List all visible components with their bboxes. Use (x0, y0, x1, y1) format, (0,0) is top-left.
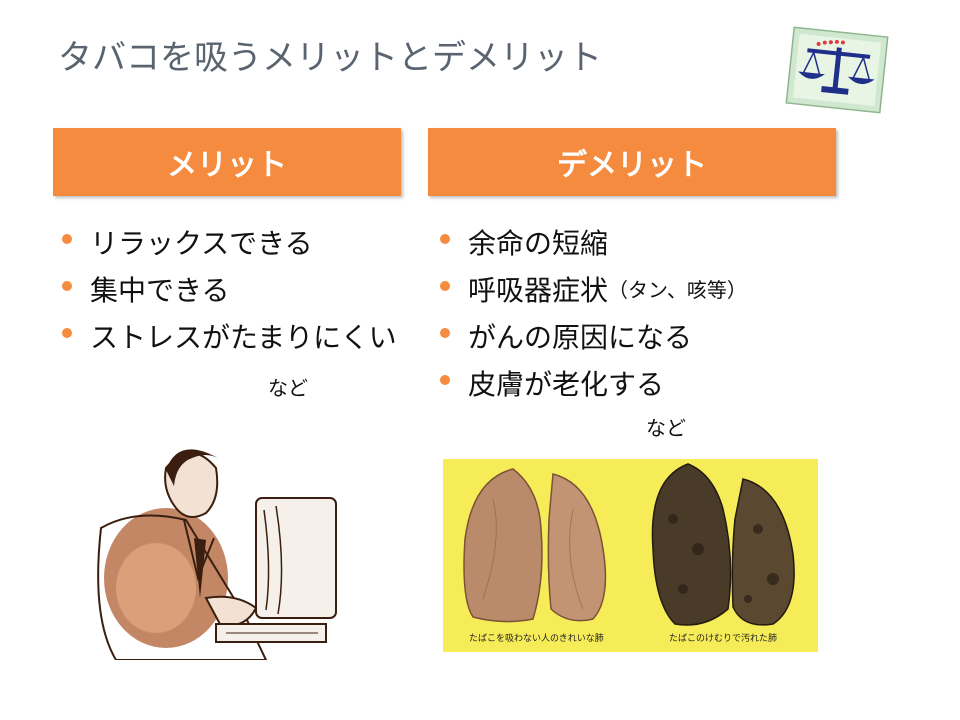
demerit-list: 余命の短縮 呼吸器症状（タン、咳等） がんの原因になる 皮膚が老化する (440, 218, 747, 406)
merit-header: メリット (53, 128, 401, 196)
list-item: リラックスできる (62, 218, 397, 265)
list-item: 余命の短縮 (440, 218, 747, 265)
bullet-icon (62, 280, 72, 291)
merit-list: リラックスできる 集中できる ストレスがたまりにくい (62, 218, 397, 359)
bullet-icon (440, 280, 450, 291)
lungs-caption-healthy: たばこを吸わない人のきれいな肺 (469, 634, 604, 644)
lungs-photo: たばこを吸わない人のきれいな肺 たばこのけむりで汚れた肺 (443, 459, 818, 652)
slide-title: タバコを吸うメリットとデメリット (58, 38, 602, 78)
bullet-icon (62, 233, 72, 244)
man-at-computer-illustration (97, 449, 337, 660)
balance-scale-icon (785, 26, 889, 114)
list-item: 呼吸器症状（タン、咳等） (440, 265, 747, 312)
list-item: 集中できる (62, 265, 397, 312)
symptom-note: （タン、咳等） (608, 278, 747, 302)
list-item: ストレスがたまりにくい (62, 312, 397, 359)
merit-etc: など (268, 376, 308, 400)
list-item: がんの原因になる (440, 312, 747, 359)
lungs-caption-smoker: たばこのけむりで汚れた肺 (669, 634, 778, 644)
list-item: 皮膚が老化する (440, 359, 747, 406)
bullet-icon (440, 233, 450, 244)
lungs-image (463, 463, 795, 626)
bullet-icon (440, 374, 450, 385)
demerit-header: デメリット (428, 128, 836, 196)
bullet-icon (62, 327, 72, 338)
bullet-icon (440, 327, 450, 338)
demerit-etc: など (646, 416, 686, 440)
